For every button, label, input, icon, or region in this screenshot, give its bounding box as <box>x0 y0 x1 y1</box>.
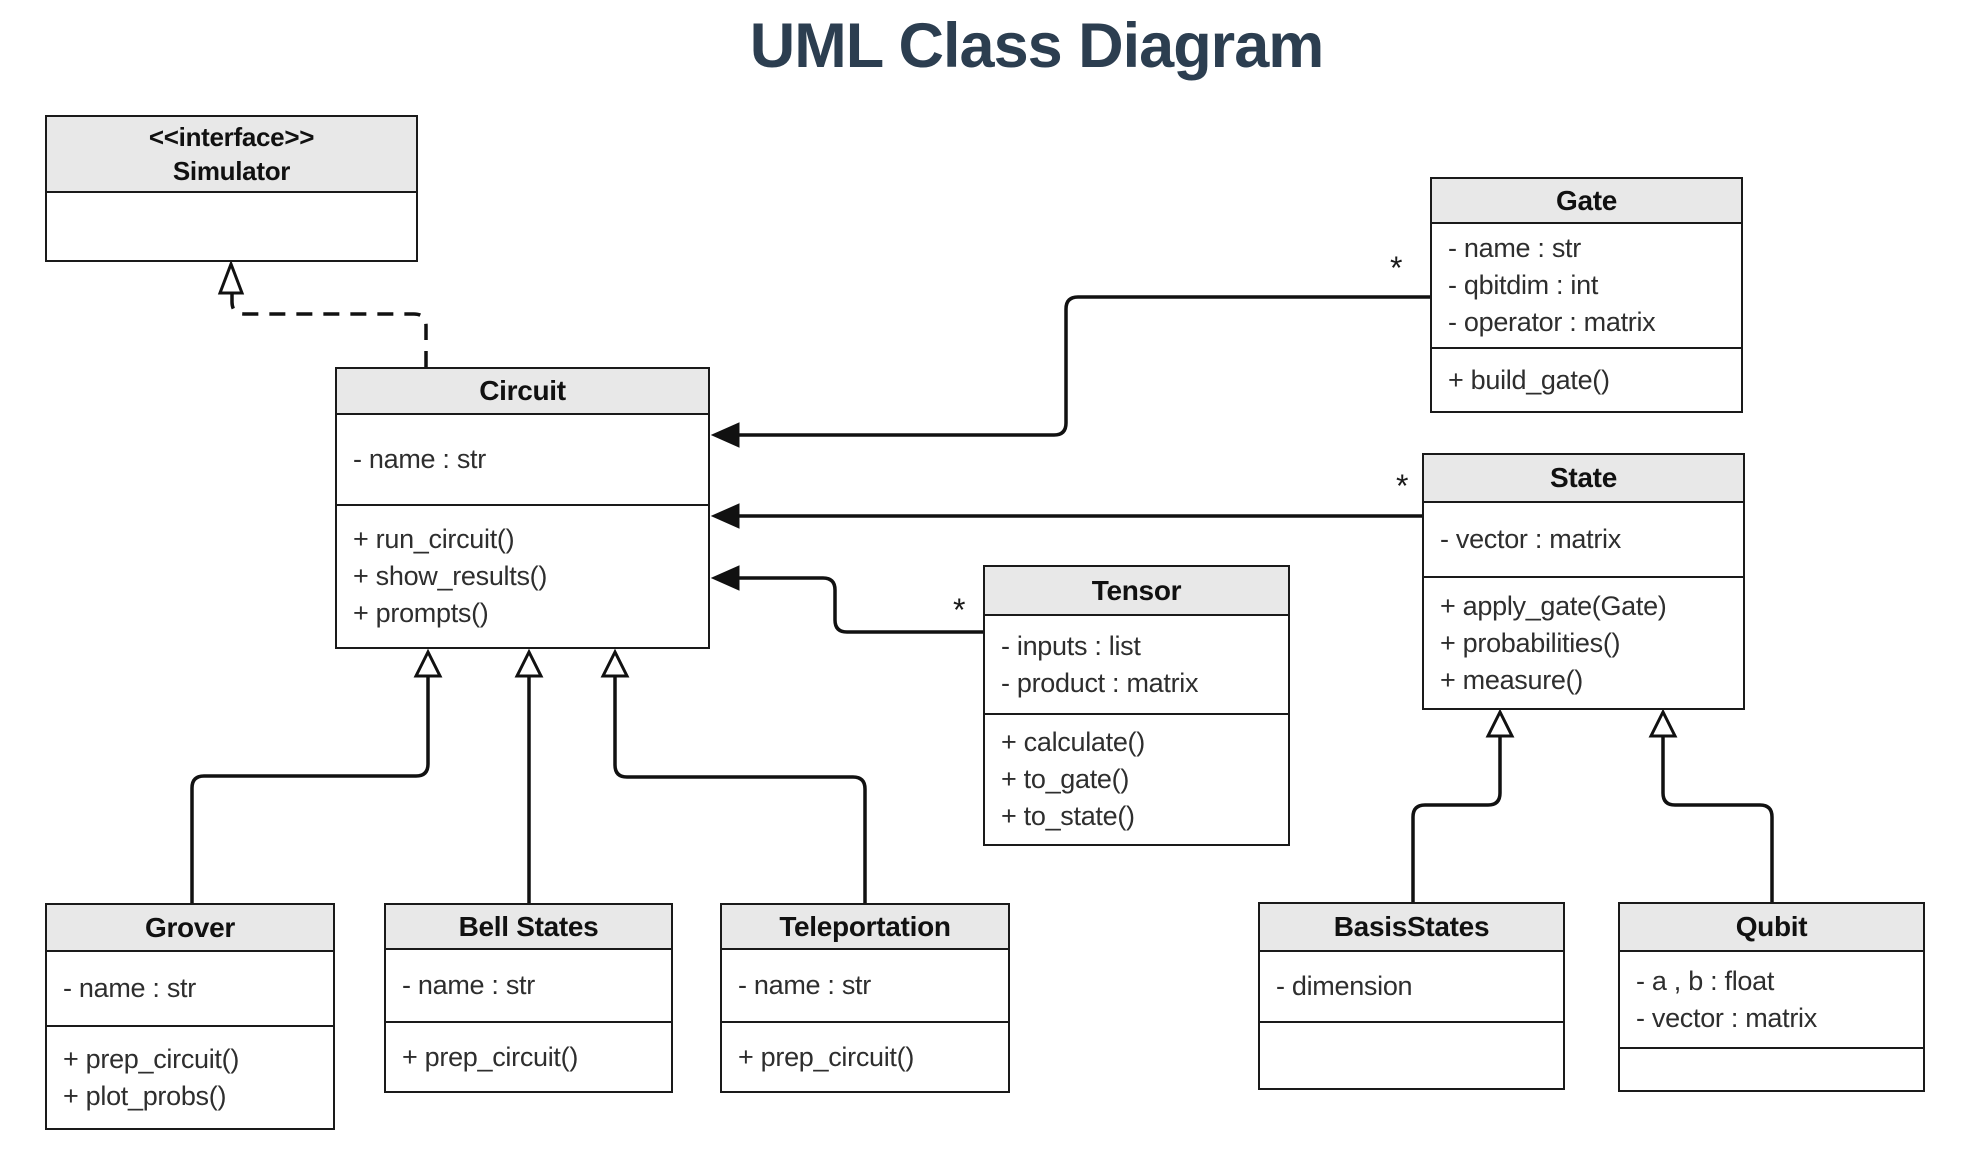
inheritance-basisstates-to-state <box>1411 736 1502 902</box>
class-qubit-attributes: - a , b : float - vector : matrix <box>1620 952 1923 1049</box>
method: + prep_circuit() <box>738 1041 915 1072</box>
class-gate-methods: + build_gate() <box>1432 349 1741 411</box>
class-grover: Grover - name : str + prep_circuit() + p… <box>45 903 335 1130</box>
class-name: State <box>1424 455 1743 503</box>
inheritance-grover-to-circuit <box>190 676 430 903</box>
class-grover-attributes: - name : str <box>47 952 333 1027</box>
inheritance-teleportation-to-circuit <box>613 676 867 903</box>
class-state-attributes: - vector : matrix <box>1424 503 1743 578</box>
multiplicity-tensor: * <box>953 592 966 628</box>
filled-arrow-state-icon <box>710 503 740 529</box>
page-title: UML Class Diagram <box>749 11 1325 81</box>
class-name: Tensor <box>985 567 1288 616</box>
class-teleportation: Teleportation - name : str + prep_circui… <box>720 903 1010 1093</box>
class-bell-states-attributes: - name : str <box>386 950 671 1023</box>
class-name: Grover <box>47 905 333 952</box>
method: + to_gate() <box>1001 764 1130 794</box>
method: + build_gate() <box>1448 364 1610 395</box>
class-bell-states: Bell States - name : str + prep_circuit(… <box>384 903 673 1093</box>
class-name: Gate <box>1432 179 1741 224</box>
class-name: Bell States <box>386 905 671 950</box>
hollow-triangle-qubit-icon <box>1648 708 1678 738</box>
method: + calculate() <box>1001 727 1145 757</box>
class-basisstates-attributes: - dimension <box>1260 952 1563 1023</box>
method: + prep_circuit() <box>402 1041 579 1072</box>
hollow-triangle-teleportation-icon <box>600 648 630 678</box>
class-teleportation-attributes: - name : str <box>722 950 1008 1023</box>
class-teleportation-methods: + prep_circuit() <box>722 1023 1008 1091</box>
class-name: Simulator <box>172 156 291 186</box>
class-tensor: Tensor - inputs : list - product : matri… <box>983 565 1290 846</box>
class-grover-methods: + prep_circuit() + plot_probs() <box>47 1027 333 1128</box>
association-gate-to-circuit <box>736 295 1430 437</box>
class-name: Circuit <box>337 369 708 415</box>
attribute: - vector : matrix <box>1636 1002 1817 1033</box>
realization-circuit-to-simulator <box>230 294 428 367</box>
multiplicity-state: * <box>1396 468 1409 504</box>
inheritance-qubit-to-state <box>1661 736 1774 902</box>
attribute: - qbitdim : int <box>1448 270 1599 300</box>
method: + to_state() <box>1001 801 1135 831</box>
class-state-methods: + apply_gate(Gate) + probabilities() + m… <box>1424 578 1743 708</box>
attribute: - name : str <box>63 973 196 1003</box>
class-simulator: <<interface>> Simulator <box>45 115 418 262</box>
class-name: Teleportation <box>722 905 1008 950</box>
method: + plot_probs() <box>63 1080 227 1111</box>
class-qubit: Qubit - a , b : float - vector : matrix <box>1618 902 1925 1092</box>
class-bell-states-methods: + prep_circuit() <box>386 1023 671 1091</box>
attribute: - name : str <box>1448 233 1581 263</box>
attribute: - inputs : list <box>1001 630 1141 661</box>
class-simulator-body <box>47 193 416 260</box>
attribute: - product : matrix <box>1001 667 1199 698</box>
filled-arrow-gate-icon <box>710 422 740 448</box>
class-basisstates-methods <box>1260 1023 1563 1088</box>
class-basisstates: BasisStates - dimension <box>1258 902 1565 1090</box>
method: + run_circuit() <box>353 524 515 554</box>
class-circuit-attributes: - name : str <box>337 415 708 506</box>
association-tensor-to-circuit <box>736 576 983 634</box>
class-simulator-header: <<interface>> Simulator <box>47 117 416 193</box>
method: + prep_circuit() <box>63 1043 240 1074</box>
class-name: Qubit <box>1620 904 1923 952</box>
class-tensor-methods: + calculate() + to_gate() + to_state() <box>985 715 1288 844</box>
method: + apply_gate(Gate) <box>1440 590 1667 621</box>
attribute: - operator : matrix <box>1448 307 1656 337</box>
class-tensor-attributes: - inputs : list - product : matrix <box>985 616 1288 715</box>
method: + measure() <box>1440 664 1583 695</box>
class-name: BasisStates <box>1260 904 1563 952</box>
method: + probabilities() <box>1440 627 1621 658</box>
class-gate: Gate - name : str - qbitdim : int - oper… <box>1430 177 1743 413</box>
multiplicity-gate: * <box>1390 250 1403 286</box>
attribute: - name : str <box>402 970 535 1000</box>
filled-arrow-tensor-icon <box>710 565 740 591</box>
class-circuit-methods: + run_circuit() + show_results() + promp… <box>337 506 708 647</box>
hollow-triangle-simulator-icon <box>217 259 245 295</box>
method: + show_results() <box>353 561 548 591</box>
attribute: - a , b : float <box>1636 965 1775 996</box>
class-gate-attributes: - name : str - qbitdim : int - operator … <box>1432 224 1741 349</box>
class-state: State - vector : matrix + apply_gate(Gat… <box>1422 453 1745 710</box>
attribute: - name : str <box>738 970 871 1000</box>
attribute: - vector : matrix <box>1440 524 1621 554</box>
attribute: - dimension <box>1276 971 1413 1001</box>
method: + prompts() <box>353 598 489 628</box>
stereotype-label: <<interface>> <box>148 122 315 152</box>
hollow-triangle-bellstates-icon <box>514 648 544 678</box>
attribute: - name : str <box>353 444 486 474</box>
class-circuit: Circuit - name : str + run_circuit() + s… <box>335 367 710 649</box>
hollow-triangle-grover-icon <box>413 648 443 678</box>
class-qubit-methods <box>1620 1049 1923 1090</box>
hollow-triangle-basisstates-icon <box>1485 708 1515 738</box>
